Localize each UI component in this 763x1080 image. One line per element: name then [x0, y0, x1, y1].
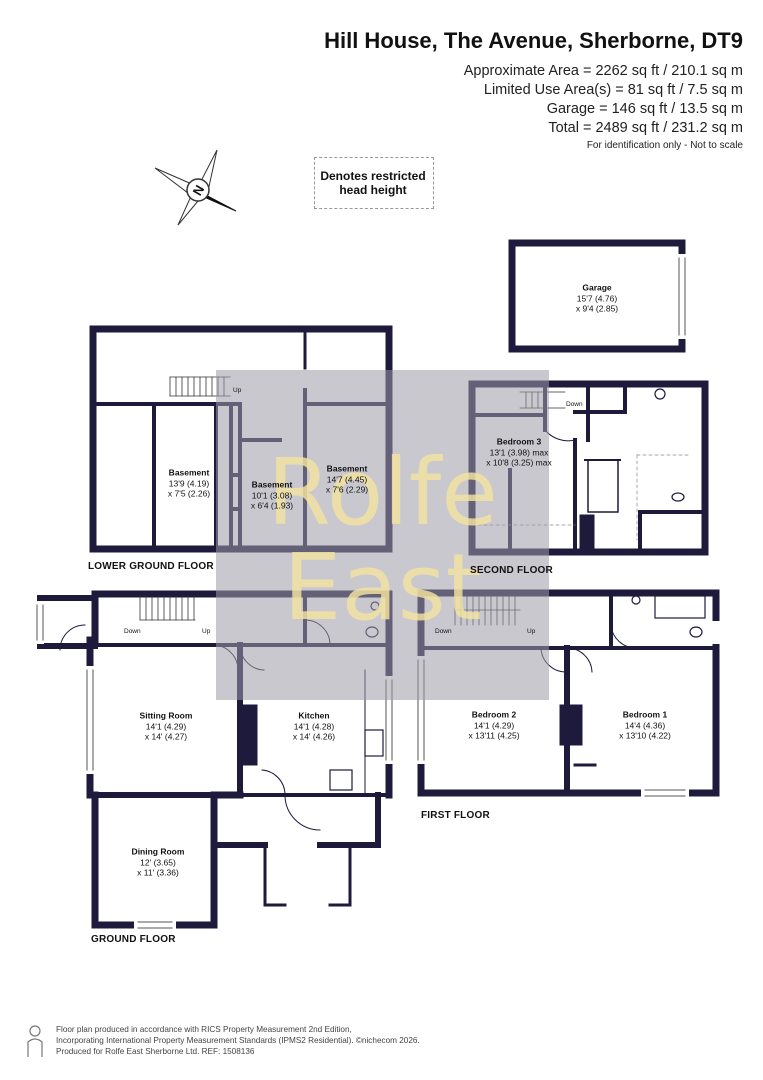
- restricted-line-1: Denotes restricted: [320, 169, 426, 183]
- property-title: Hill House, The Avenue, Sherborne, DT9: [324, 28, 743, 53]
- room-label-bedroom-2: Bedroom 2 14'1 (4.29) x 13'11 (4.25): [468, 709, 519, 741]
- room-label-dining-room: Dining Room 12' (3.65) x 11' (3.36): [132, 846, 185, 878]
- room-dimension: 10'1 (3.08): [251, 489, 293, 500]
- footer-line-3: Produced for Rolfe East Sherborne Ltd. R…: [56, 1047, 255, 1056]
- restricted-legend-box: [314, 157, 434, 209]
- garage-area: Garage = 146 sq ft / 13.5 sq m: [546, 101, 743, 117]
- room-label-basement-1: Basement 13'9 (4.19) x 7'5 (2.26): [168, 467, 210, 499]
- footer-line-1: Floor plan produced in accordance with R…: [56, 1025, 352, 1034]
- room-name: Basement: [251, 479, 293, 490]
- room-dimension: 14'4 (4.36): [624, 719, 666, 730]
- approximate-area: Approximate Area = 2262 sq ft / 210.1 sq…: [463, 63, 743, 79]
- person-icon: [27, 1025, 43, 1057]
- room-name: Sitting Room: [139, 710, 193, 721]
- room-label-bedroom-1: Bedroom 1 14'4 (4.36) x 13'10 (4.22): [619, 709, 671, 741]
- floor-label-second: SECOND FLOOR: [470, 565, 553, 576]
- stair-label-up: Up: [233, 387, 242, 394]
- stair-label-up: Up: [202, 628, 211, 635]
- room-label-garage: Garage 15'7 (4.76) x 9'4 (2.85): [576, 282, 618, 314]
- room-dimension: x 14' (4.26): [292, 731, 336, 742]
- stair-label-down: Down: [124, 628, 141, 635]
- stair-label-down: Down: [566, 401, 583, 408]
- room-name: Dining Room: [131, 846, 185, 857]
- room-dimension: x 11' (3.36): [137, 867, 179, 878]
- room-dimension: 15'7 (4.76): [576, 292, 618, 303]
- room-label-basement-3: Basement 14'7 (4.45) x 7'6 (2.29): [326, 463, 368, 495]
- room-dimension: x 13'11 (4.25): [468, 730, 520, 741]
- stair-label-down: Down: [435, 628, 452, 635]
- footer-line-2: Incorporating International Property Mea…: [56, 1036, 420, 1045]
- room-name: Bedroom 2: [471, 709, 517, 720]
- watermark-line-2: East: [283, 534, 482, 641]
- first-floor-walls: [417, 589, 720, 797]
- room-dimension: x 13'10 (4.22): [619, 730, 671, 741]
- room-dimension: 14'7 (4.45): [326, 473, 368, 484]
- room-dimension: x 7'5 (2.26): [167, 488, 211, 499]
- room-dimension: 12' (3.65): [140, 856, 176, 867]
- room-label-kitchen: Kitchen 14'1 (4.28) x 14' (4.26): [293, 710, 335, 742]
- restricted-legend-text: Denotes restricted head height: [314, 169, 432, 197]
- total-area: Total = 2489 sq ft / 231.2 sq m: [548, 120, 743, 136]
- floor-label-lower-ground: LOWER GROUND FLOOR: [88, 561, 214, 572]
- floor-label-first: FIRST FLOOR: [421, 810, 490, 821]
- room-dimension: x 9'4 (2.85): [575, 303, 619, 314]
- room-dimension: 13'9 (4.19): [168, 477, 210, 488]
- watermark-line-1: Rolfe: [267, 439, 498, 546]
- room-dimension: x 7'6 (2.29): [325, 484, 369, 495]
- room-dimension: 13'1 (3.98) max: [489, 446, 549, 457]
- identification-note: For identification only - Not to scale: [586, 140, 743, 151]
- floor-label-ground: GROUND FLOOR: [91, 934, 176, 945]
- garage-walls: [508, 239, 686, 353]
- room-label-bedroom-3: Bedroom 3 13'1 (3.98) max x 10'8 (3.25) …: [486, 436, 551, 468]
- room-dimension: x 10'8 (3.25) max: [486, 457, 552, 468]
- stair-label-up: Up: [527, 628, 536, 635]
- room-name: Garage: [582, 282, 612, 293]
- room-dimension: 14'1 (4.29): [145, 720, 187, 731]
- room-name: Kitchen: [298, 710, 330, 721]
- watermark-panel: [216, 370, 549, 700]
- room-name: Basement: [326, 463, 368, 474]
- room-dimension: x 6'4 (1.93): [250, 500, 294, 511]
- room-name: Bedroom 3: [496, 436, 542, 447]
- compass-icon: N: [154, 149, 237, 226]
- room-label-basement-2: Basement 10'1 (3.08) x 6'4 (1.93): [251, 479, 293, 511]
- room-name: Bedroom 1: [622, 709, 668, 720]
- room-label-sitting-room: Sitting Room 14'1 (4.29) x 14' (4.27): [140, 710, 193, 742]
- restricted-line-2: head height: [339, 183, 407, 197]
- room-dimension: 14'1 (4.28): [293, 720, 335, 731]
- limited-use-area: Limited Use Area(s) = 81 sq ft / 7.5 sq …: [483, 82, 743, 98]
- room-name: Basement: [168, 467, 210, 478]
- room-dimension: x 14' (4.27): [144, 731, 188, 742]
- room-dimension: 14'1 (4.29): [473, 719, 515, 730]
